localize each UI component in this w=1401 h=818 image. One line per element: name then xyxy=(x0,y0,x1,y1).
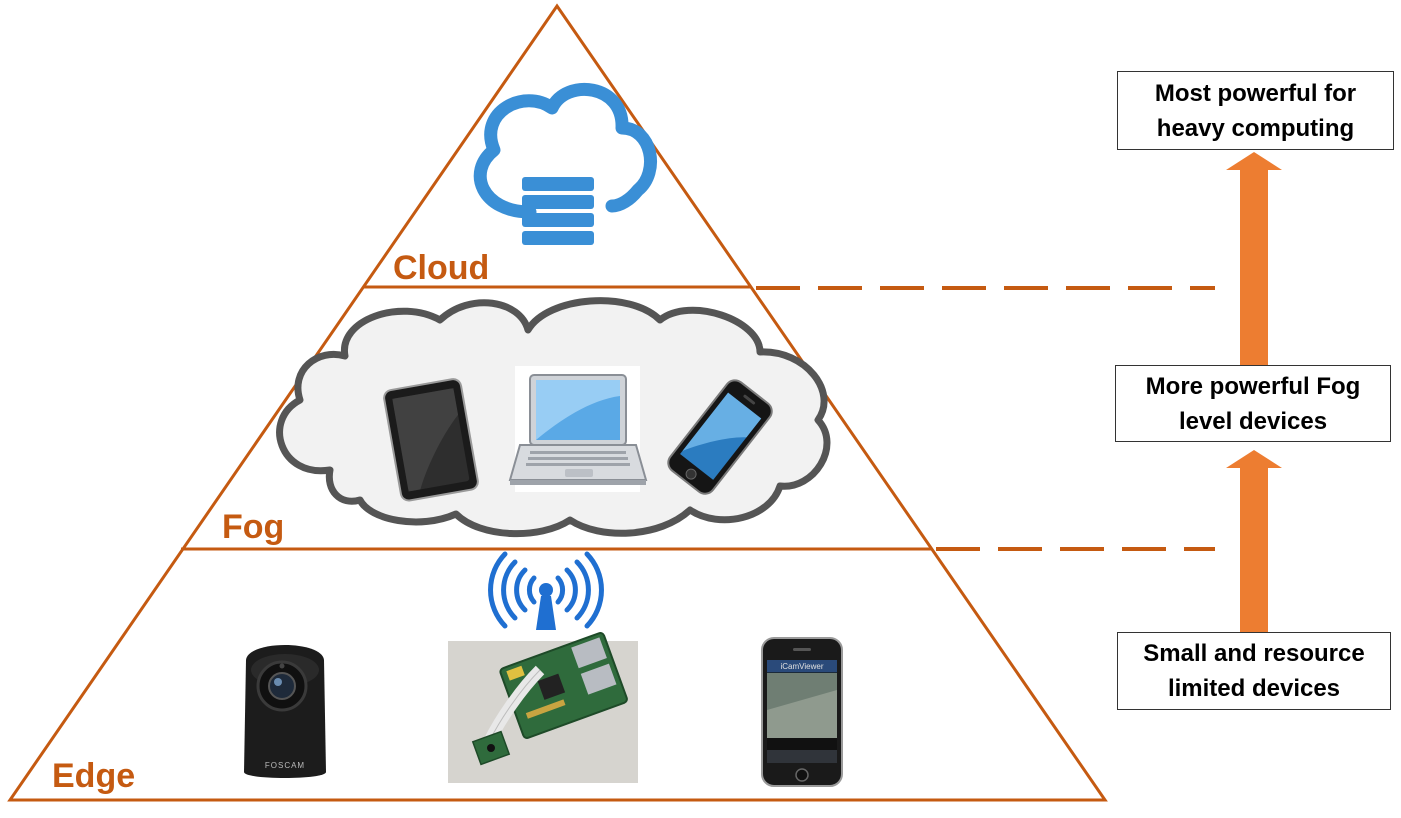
phone-app-title: iCamViewer xyxy=(781,662,824,671)
middle-capability-line-2: level devices xyxy=(1178,407,1328,435)
pyramid xyxy=(7,3,1108,802)
ip-camera-icon: FOSCAM xyxy=(244,645,326,778)
cloud-server-icon xyxy=(473,82,657,245)
fog-layer-label: Fog xyxy=(222,508,284,546)
top-capability-line-2: heavy computing xyxy=(1156,114,1355,142)
cloud-layer-label: Cloud xyxy=(393,249,489,287)
top-capability-box: Most powerful for heavy computing xyxy=(1117,71,1394,150)
iphone-camera-viewer-icon: iCamViewer xyxy=(761,637,843,787)
raspberry-pi-board-icon xyxy=(448,632,638,783)
laptop-icon xyxy=(508,366,648,492)
camera-brand-text: FOSCAM xyxy=(265,761,305,770)
top-capability-line-1: Most powerful for xyxy=(1154,79,1357,107)
pyramid-outline xyxy=(7,3,1108,802)
bottom-capability-line-2: limited devices xyxy=(1167,675,1341,702)
dashed-guides xyxy=(756,286,1215,551)
lower-up-arrow xyxy=(1226,450,1282,632)
middle-capability-box: More powerful Fog level devices xyxy=(1115,365,1391,442)
wifi-icon xyxy=(488,551,604,630)
bottom-capability-box: Small and resource limited devices xyxy=(1117,632,1391,710)
upper-up-arrow xyxy=(1226,152,1282,365)
bottom-capability-line-1: Small and resource xyxy=(1143,640,1365,667)
smartphone-icon xyxy=(667,379,773,495)
tablet-icon xyxy=(383,378,479,502)
edge-layer-label: Edge xyxy=(52,757,135,795)
middle-capability-line-1: More powerful Fog xyxy=(1145,372,1361,400)
capability-arrows xyxy=(1226,152,1282,632)
